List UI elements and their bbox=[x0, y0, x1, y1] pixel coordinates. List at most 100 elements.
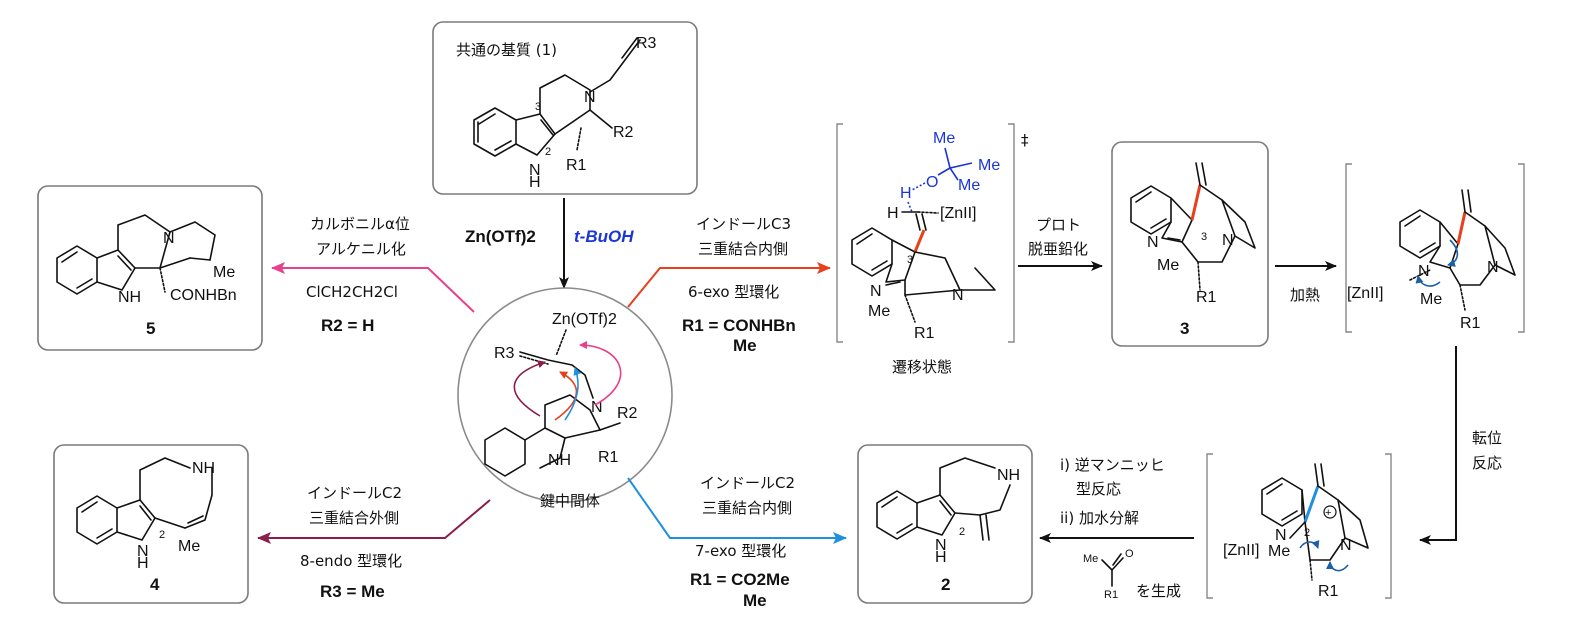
product-2-ind-n: N bbox=[935, 537, 947, 554]
intermediate-r1: R1 bbox=[598, 449, 619, 466]
substrate-title: 共通の基質 (1) bbox=[456, 41, 557, 59]
intermediate-r2: R2 bbox=[617, 405, 638, 422]
blue-route-line1: インドールC2 bbox=[700, 474, 795, 492]
substrate-box bbox=[432, 21, 698, 195]
rearr-zn: [ZnII] bbox=[1223, 542, 1259, 559]
pink-route-line1: カルボニルα位 bbox=[310, 215, 410, 233]
intermediate-caption: 鍵中間体 bbox=[540, 492, 600, 510]
transition-state: ‡ Me Me Me O H H [ZnII] N N 3 Me R1 遷移状態 bbox=[836, 123, 1029, 376]
rearr-n: N bbox=[1340, 537, 1352, 554]
key-intermediate: Zn(OTf)2 R3 N R2 R1 NH 鍵中間体 bbox=[457, 287, 673, 510]
red-route-condition2: Me bbox=[733, 336, 757, 355]
step-heat: 加熱 bbox=[1290, 286, 1320, 304]
step-rearr-line2: 反応 bbox=[1472, 454, 1502, 472]
heat-zn: [ZnII] bbox=[1347, 285, 1383, 302]
ts-h1: H bbox=[900, 185, 912, 202]
product-5-n: N bbox=[163, 230, 175, 247]
intermediate-r3: R3 bbox=[494, 345, 515, 362]
maroon-route-arrow bbox=[257, 499, 491, 544]
reagent-zn: Zn(OTf)2 bbox=[465, 227, 536, 246]
substrate-r1: R1 bbox=[566, 157, 587, 174]
rearr-plus: + bbox=[1325, 507, 1331, 519]
product-2-nh: NH bbox=[997, 467, 1020, 484]
product-4-ind-h: H bbox=[137, 555, 149, 572]
blue-route-line2: 三重結合内側 bbox=[702, 499, 792, 517]
ts-c3: 3 bbox=[907, 254, 913, 266]
intermediate-zn: Zn(OTf)2 bbox=[552, 311, 617, 328]
intermediate-n: N bbox=[591, 399, 603, 416]
byproduct-r1: R1 bbox=[1104, 589, 1118, 601]
intermediate-circle bbox=[457, 287, 673, 503]
blue-route-condition2: Me bbox=[743, 591, 767, 610]
pink-route-line2: アルケニル化 bbox=[316, 240, 406, 258]
step-proto-line1: プロト bbox=[1036, 216, 1081, 234]
maroon-route-mode: 8-endo 型環化 bbox=[300, 552, 402, 570]
rearr-c2: 2 bbox=[1304, 527, 1310, 539]
product-3-n-ind: N bbox=[1147, 234, 1159, 251]
byproduct-me: Me bbox=[1083, 553, 1098, 565]
product-3-c3: 3 bbox=[1201, 231, 1207, 243]
product-4-panel: NH N H 2 Me 4 bbox=[53, 444, 249, 604]
substrate-n: N bbox=[584, 89, 596, 106]
product-4-c2: 2 bbox=[159, 529, 165, 541]
step-retro-line1: i) 逆マンニッヒ bbox=[1060, 456, 1165, 474]
product-3-me: Me bbox=[1157, 257, 1179, 274]
product-2-panel: NH N H 2 2 bbox=[857, 444, 1033, 604]
product-5-panel: N NH Me CONHBn 5 bbox=[37, 185, 263, 351]
red-route-arrow bbox=[627, 262, 831, 308]
red-route-line1: インドールC3 bbox=[696, 215, 791, 233]
maroon-route-line2: 三重結合外側 bbox=[309, 509, 399, 527]
rearr-r1: R1 bbox=[1318, 583, 1339, 600]
product-5-label: 5 bbox=[146, 319, 155, 338]
product-3-label: 3 bbox=[1180, 319, 1189, 338]
product-4-ind-n: N bbox=[137, 543, 149, 560]
product-2-label: 2 bbox=[941, 575, 950, 594]
substrate-c3-label: 3 bbox=[535, 101, 541, 113]
ts-me2: Me bbox=[978, 157, 1000, 174]
pink-route-condition: R2 = H bbox=[321, 316, 374, 335]
ts-me: Me bbox=[868, 303, 890, 320]
maroon-route-line1: インドールC2 bbox=[307, 484, 402, 502]
heat-me: Me bbox=[1420, 291, 1442, 308]
rearr-n-ind: N bbox=[1275, 527, 1287, 544]
ts-zn: [ZnII] bbox=[940, 205, 976, 222]
substrate-panel: 共通の基質 (1) N N H R3 R2 R1 3 2 bbox=[432, 21, 698, 195]
byproduct-suffix: を生成 bbox=[1136, 582, 1181, 600]
product-3-panel: N N 3 Me R1 3 bbox=[1111, 141, 1269, 347]
heat-n-ind: N bbox=[1418, 263, 1430, 280]
step-retro-line3: ii) 加水分解 bbox=[1060, 509, 1139, 527]
rearrangement-intermediate: + [ZnII] N Me 2 N R1 bbox=[1206, 453, 1392, 600]
byproduct-ketone: Me O R1 を生成 bbox=[1083, 548, 1181, 601]
product-2-c2: 2 bbox=[959, 526, 965, 538]
blue-route-mode: 7-exo 型環化 bbox=[695, 542, 786, 560]
ts-o: O bbox=[926, 174, 938, 191]
ts-r1: R1 bbox=[914, 325, 935, 342]
product-5-nh: NH bbox=[118, 289, 141, 306]
blue-route-condition1: R1 = CO2Me bbox=[690, 570, 790, 589]
ts-dagger: ‡ bbox=[1021, 131, 1029, 149]
product-3-box bbox=[1111, 141, 1269, 347]
ts-me1: Me bbox=[933, 130, 955, 147]
arrow-rearrangement bbox=[1419, 346, 1457, 545]
maroon-route-condition: R3 = Me bbox=[320, 582, 385, 601]
product-4-label: 4 bbox=[150, 575, 160, 594]
red-route-line2: 三重結合内側 bbox=[698, 240, 788, 258]
heat-r1: R1 bbox=[1460, 315, 1481, 332]
product-3-r1: R1 bbox=[1196, 289, 1217, 306]
red-route-condition1: R1 = CONHBn bbox=[682, 316, 796, 335]
step-rearr-line1: 転位 bbox=[1472, 429, 1502, 447]
ts-caption: 遷移状態 bbox=[892, 358, 952, 376]
ts-h2: H bbox=[887, 205, 899, 222]
substrate-nh-h: H bbox=[529, 174, 541, 191]
substrate-nh-n: N bbox=[529, 162, 541, 179]
substrate-structure: N N H R3 R2 R1 3 2 bbox=[473, 35, 657, 191]
substrate-c2-label: 2 bbox=[545, 146, 551, 158]
pink-route-arrow bbox=[271, 262, 475, 313]
product-5-me: Me bbox=[213, 264, 235, 281]
intermediate-nh: NH bbox=[548, 452, 571, 469]
pink-route-solvent: ClCH2CH2Cl bbox=[306, 283, 398, 301]
product-2-ind-h: H bbox=[935, 549, 947, 566]
product-4-nh: NH bbox=[192, 460, 215, 477]
ts-n-ind: N bbox=[870, 283, 882, 300]
